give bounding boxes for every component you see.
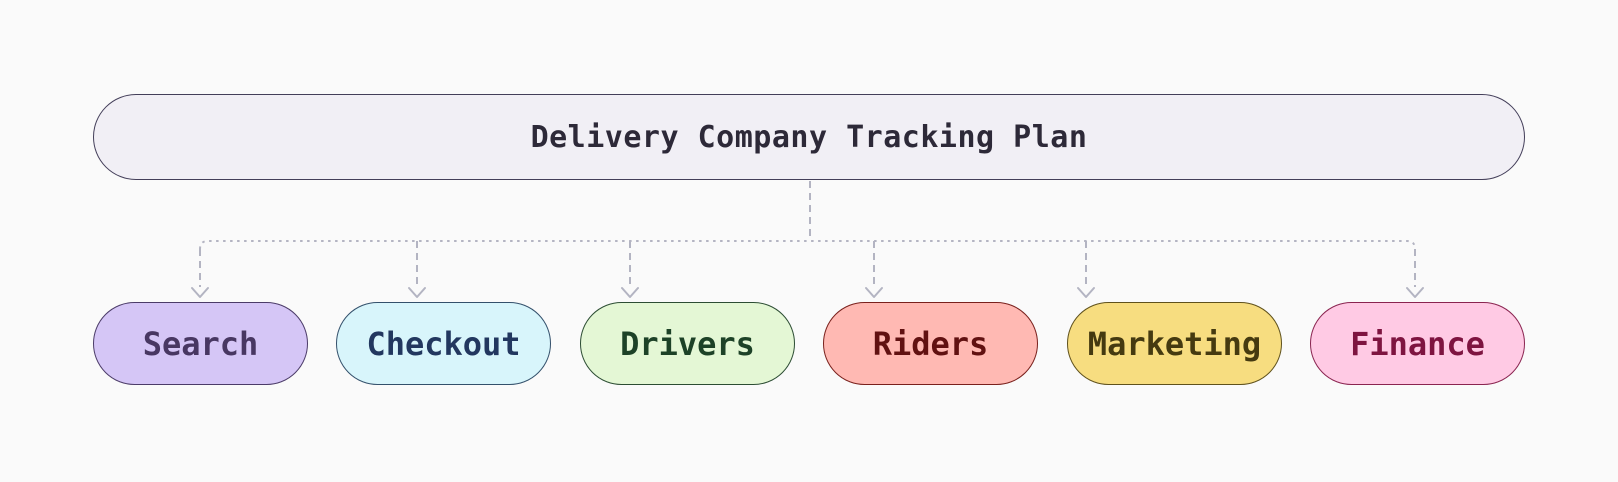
arrowhead-down-icon [1406, 287, 1424, 298]
node-finance[interactable]: Finance [1310, 302, 1525, 385]
arrowhead-down-icon [865, 287, 883, 298]
arrowhead-down-icon [408, 287, 426, 298]
arrowhead-down-icon [621, 287, 639, 298]
node-riders[interactable]: Riders [823, 302, 1038, 385]
node-search-label: Search [142, 324, 259, 363]
node-finance-label: Finance [1350, 324, 1485, 363]
node-search[interactable]: Search [93, 302, 308, 385]
node-marketing-label: Marketing [1087, 324, 1262, 363]
node-checkout-label: Checkout [366, 324, 521, 363]
node-root-label: Delivery Company Tracking Plan [530, 119, 1088, 155]
node-drivers[interactable]: Drivers [580, 302, 795, 385]
connector-trunk-line [199, 240, 1416, 250]
node-checkout[interactable]: Checkout [336, 302, 551, 385]
node-riders-label: Riders [872, 324, 989, 363]
node-marketing[interactable]: Marketing [1067, 302, 1282, 385]
node-root-tracking-plan[interactable]: Delivery Company Tracking Plan [93, 94, 1525, 180]
arrowhead-down-icon [191, 287, 209, 298]
arrowhead-down-icon [1077, 287, 1095, 298]
node-drivers-label: Drivers [620, 324, 755, 363]
